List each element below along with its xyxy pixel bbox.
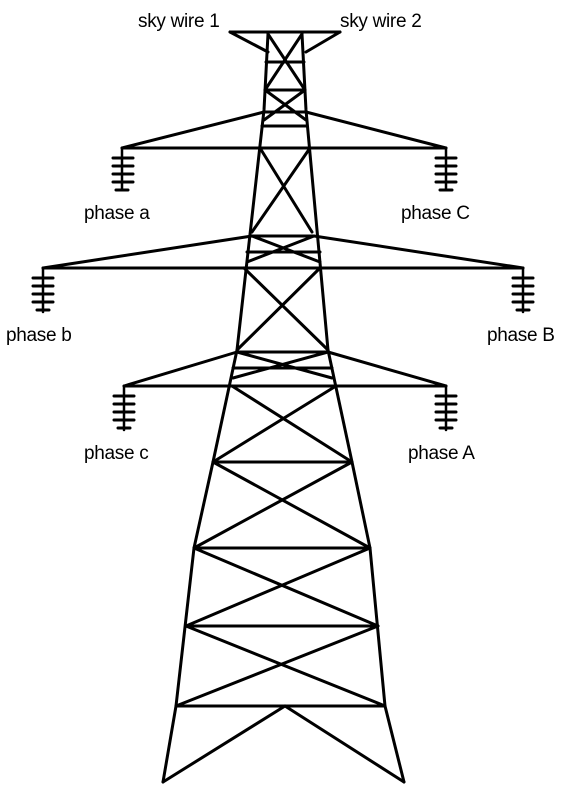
insulators xyxy=(31,146,535,432)
label-phase-c: phase c xyxy=(84,443,149,464)
lower-crossarm xyxy=(122,350,448,388)
label-phase-b: phase b xyxy=(6,325,72,346)
insulator-phase-a xyxy=(111,146,135,192)
tower-left-leg xyxy=(161,32,270,784)
insulator-phase-c xyxy=(112,384,136,432)
insulator-phase-B xyxy=(511,266,535,314)
insulator-phase-b xyxy=(31,266,55,314)
insulator-phase-C xyxy=(434,146,458,192)
middle-crossarm xyxy=(41,234,525,270)
label-sky-wire-1: sky wire 1 xyxy=(138,11,220,32)
upper-crossarm xyxy=(120,110,448,150)
label-phase-a: phase a xyxy=(84,203,150,224)
label-sky-wire-2: sky wire 2 xyxy=(340,11,422,32)
label-phase-B: phase B xyxy=(487,325,555,346)
insulator-phase-A xyxy=(434,384,458,432)
label-phase-A: phase A xyxy=(408,443,475,464)
tower-right-leg xyxy=(300,32,406,784)
label-phase-C: phase C xyxy=(401,203,470,224)
